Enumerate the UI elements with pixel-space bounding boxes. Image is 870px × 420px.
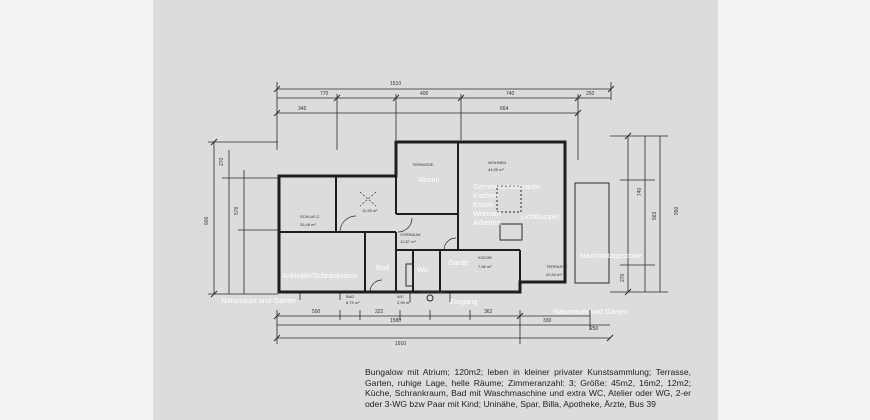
plan-terrace-right: TERRASSE xyxy=(546,264,568,269)
wc-label: Wc xyxy=(417,265,428,274)
listing-description: Bungalow mit Atrium; 120m2; leben in kle… xyxy=(365,367,691,409)
dim-bottom-total: 1910 xyxy=(395,341,406,347)
plan-bedroom-area: 26,48 m² xyxy=(300,222,316,227)
dim-left-b: 576 xyxy=(234,206,240,215)
skylight-label: Lichtkuppel xyxy=(521,212,559,221)
dim-top-f: 664 xyxy=(500,106,509,112)
common-room-label-5: Arbeiten xyxy=(473,218,501,227)
dim-bottom-a: 1580 xyxy=(390,318,401,324)
dim-top-a: 770 xyxy=(320,91,329,97)
plan-kitchen-area: 7,58 m² xyxy=(478,264,492,269)
bathtub-mark xyxy=(405,263,414,287)
plan-terrace-top: TERRASSE xyxy=(412,162,434,167)
plan-bedroom: SCHLAF.Z. xyxy=(300,214,320,219)
plan-living-area: 44,95 m² xyxy=(488,167,504,172)
dim-top-total: 1510 xyxy=(390,81,401,87)
common-room-label-3: Essen xyxy=(473,200,494,209)
dim-top-d: 250 xyxy=(586,91,595,97)
entrance-mark xyxy=(426,294,434,302)
plan-wc-area: 2,95 m² xyxy=(397,300,411,305)
plan-bath: BAD xyxy=(346,294,354,299)
plan-bath-area: 8,75 m² xyxy=(346,300,360,305)
dim-right-b: 563 xyxy=(652,211,658,220)
garden-right-label: Naturraum und Garten xyxy=(553,307,629,316)
dim-bottom-f: 362 xyxy=(484,309,493,315)
dim-right-c: 270 xyxy=(620,273,626,282)
table xyxy=(499,223,523,241)
skylight-mark xyxy=(496,185,522,213)
common-room-label-2: Kochen xyxy=(473,191,499,200)
bath-label: Bad xyxy=(376,263,390,272)
common-room-label-4: Wohnen xyxy=(473,209,501,218)
dim-top-e: 346 xyxy=(298,106,307,112)
dim-bottom-e: 222 xyxy=(375,309,384,315)
dim-right-total: 950 xyxy=(674,206,680,215)
entrance-label: Eingang xyxy=(450,297,478,306)
plan-wc: WC xyxy=(397,294,404,299)
evening-sun-label: Nachmittagssonne xyxy=(580,251,643,260)
terrace-right xyxy=(574,182,610,284)
plan-kitchen: KÜCHE xyxy=(478,255,492,260)
atrium-label: Atrium xyxy=(418,175,440,184)
plan-living: WOHNEN xyxy=(488,160,506,165)
plan-room2-area: 11,95 m² xyxy=(362,208,378,213)
outer-wall xyxy=(277,140,567,294)
dim-bottom-d: 500 xyxy=(312,309,321,315)
dim-left-a: 270 xyxy=(219,157,225,166)
dim-bottom-c: 250 xyxy=(590,326,599,332)
dim-bottom-b: 330 xyxy=(543,318,552,324)
dim-left-total: 900 xyxy=(204,216,210,225)
dressing-room-label: Ankleide/Schrankraum xyxy=(282,271,358,280)
common-room-label-1: Gemeinschaftsraum xyxy=(473,182,541,191)
dim-top-b: 400 xyxy=(420,91,429,97)
drawing-sheet xyxy=(153,0,718,420)
garden-left-label: Naturraum und Garten xyxy=(221,296,297,305)
dim-right-a: 740 xyxy=(637,187,643,196)
closet-label: Garde xyxy=(448,258,469,267)
plan-hall-area: 12,87 m² xyxy=(400,239,416,244)
plan-terrace-right-area: 20,34 m² xyxy=(546,272,562,277)
dim-top-c: 740 xyxy=(506,91,515,97)
plan-hall: VORRAUM xyxy=(400,232,420,237)
